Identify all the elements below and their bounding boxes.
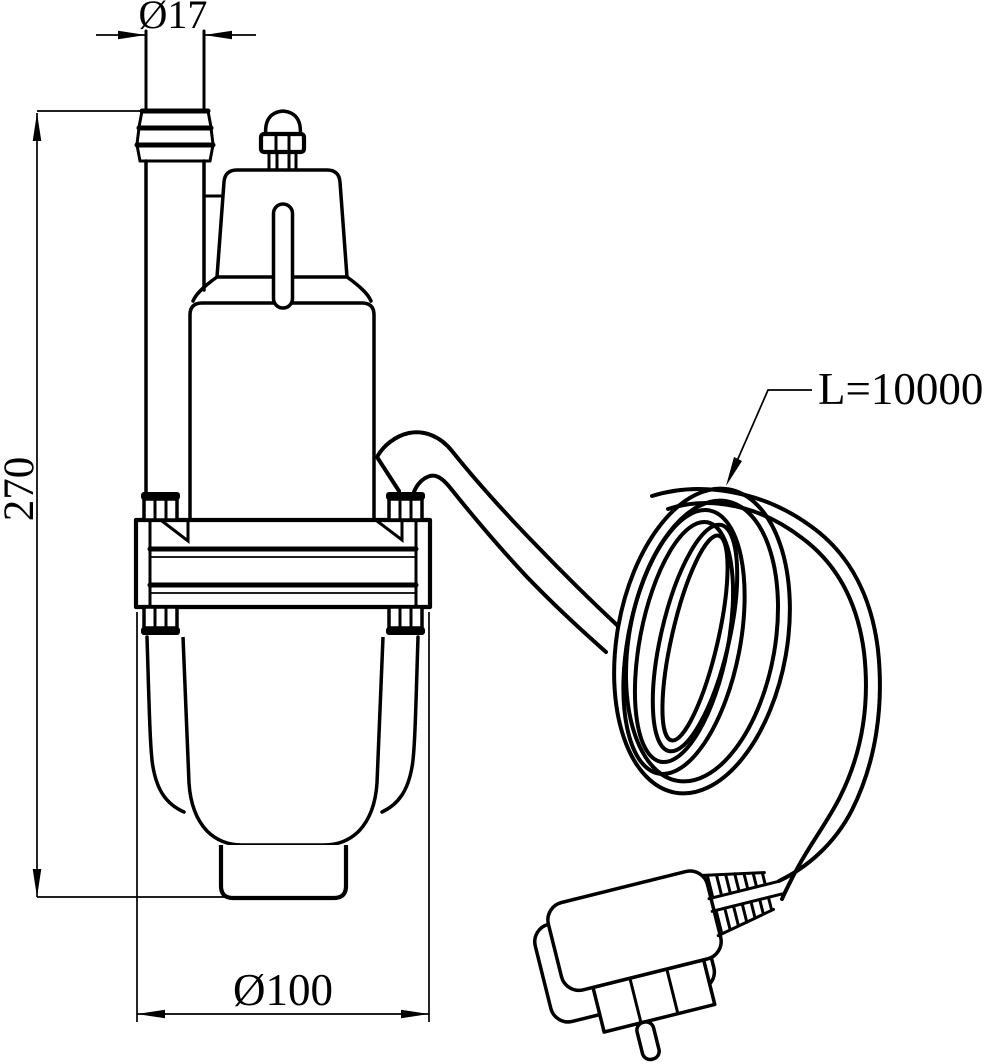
dimension-pump-height: 270 xyxy=(0,110,229,898)
flange-bolt-upper-left xyxy=(141,492,180,522)
annotation-cable-length: L=10000 xyxy=(726,364,983,486)
cable-sweep-inner xyxy=(666,501,868,901)
hose-barb-ridges xyxy=(134,108,216,163)
power-plug xyxy=(533,869,784,1062)
center-rib xyxy=(271,202,295,310)
flange-notch-left xyxy=(160,518,190,545)
dimension-outlet-diameter: Ø17 xyxy=(96,0,256,40)
lower-housing xyxy=(145,635,420,901)
flange-notch-right xyxy=(375,518,404,544)
body-diameter-label: Ø100 xyxy=(233,965,333,1015)
power-cable xyxy=(374,430,882,901)
flange-bolt-lower-left xyxy=(141,605,180,635)
clamp-flange xyxy=(133,517,433,610)
bell-flare-left xyxy=(191,275,219,303)
cable-sweep-outer xyxy=(650,487,882,883)
plug-pin xyxy=(635,1020,661,1062)
outlet-pipe xyxy=(134,29,226,523)
lifting-eye xyxy=(258,109,307,172)
cable-gland-upper-right xyxy=(386,492,425,522)
cable-length-label: L=10000 xyxy=(818,364,983,414)
lifting-eye-nut xyxy=(258,131,307,155)
flange-bolt-lower-right xyxy=(386,605,425,635)
plug-strain-relief xyxy=(701,871,784,938)
bell-flare-right xyxy=(345,275,373,303)
outlet-diameter-label: Ø17 xyxy=(139,0,208,37)
cable-from-pump-outer xyxy=(374,430,620,628)
lifting-eye-dome xyxy=(263,109,303,139)
suction-foot xyxy=(218,845,349,901)
outer-shell-right xyxy=(380,635,420,814)
lower-bucket xyxy=(181,636,385,847)
pump-figure xyxy=(133,29,433,901)
outer-shell-left xyxy=(145,635,186,814)
dimension-body-diameter: Ø100 xyxy=(136,612,430,1022)
pump-height-label: 270 xyxy=(0,457,43,522)
cable-from-pump-inner xyxy=(412,473,608,654)
motor-housing xyxy=(188,301,376,521)
